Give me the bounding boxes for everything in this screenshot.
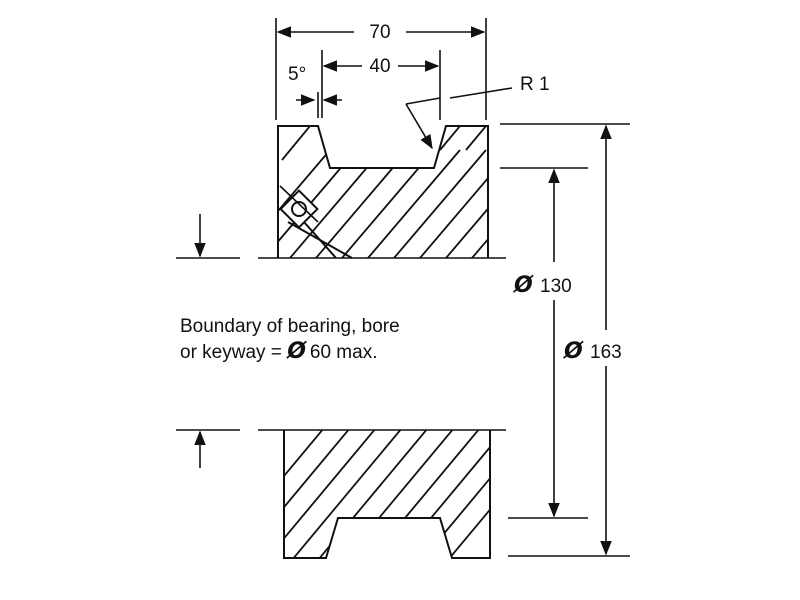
overall-width-label: 70: [369, 22, 390, 43]
lower-section-profile: [283, 430, 491, 559]
upper-section-profile: [277, 125, 489, 259]
diameter-extension-lines: [500, 123, 630, 557]
inner-diameter-dimension: Ø 130: [512, 168, 572, 518]
outer-diameter-label: 163: [590, 342, 622, 363]
lower-hatching: [284, 430, 490, 558]
inner-diameter-symbol: Ø: [512, 273, 534, 298]
radius-label: R 1: [520, 74, 550, 95]
groove-width-label: 40: [369, 56, 390, 77]
outer-diameter-dimension: Ø 163: [562, 124, 622, 556]
angle-dimension: 5°: [288, 64, 342, 118]
set-screw: [279, 185, 353, 259]
note-line-1: Boundary of bearing, bore: [180, 316, 400, 337]
radius-callout: R 1: [405, 74, 550, 150]
note-diameter-symbol: Ø: [285, 339, 307, 364]
outer-diameter-symbol: Ø: [562, 339, 584, 364]
inner-diameter-label: 130: [540, 276, 572, 297]
note-line-2-value: 60 max.: [310, 342, 378, 363]
groove-width-dimension: 40: [321, 50, 441, 120]
angle-label: 5°: [288, 64, 306, 85]
bore-boundary-lines: [176, 214, 506, 468]
note-line-2-prefix: or keyway =: [180, 342, 287, 363]
width-dimension: 70: [275, 18, 487, 120]
